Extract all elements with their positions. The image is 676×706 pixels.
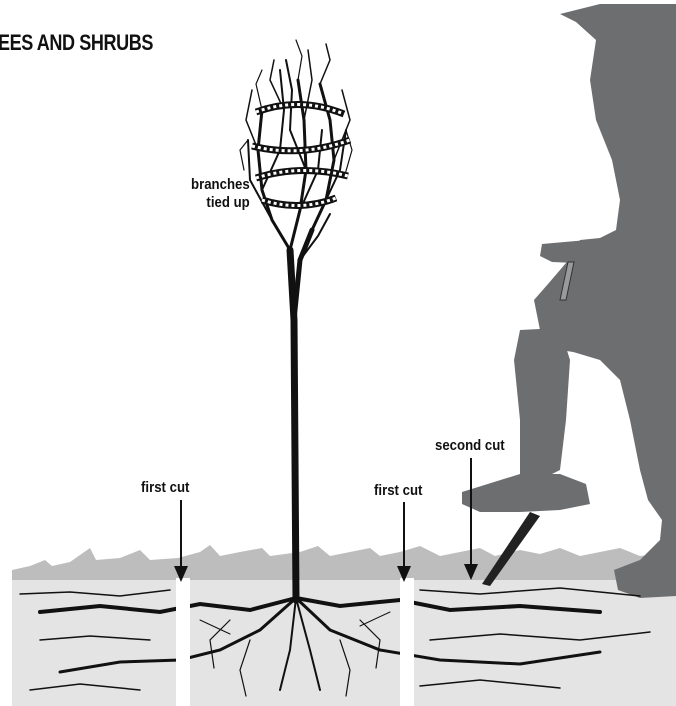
branches-label-line2: tied up	[191, 194, 250, 212]
first-cut-right-label: first cut	[374, 482, 422, 499]
cut-gap-right	[400, 578, 414, 706]
tree	[240, 40, 352, 600]
branches-tied-up-label: branches tied up	[191, 176, 250, 212]
page-heading: EES AND SHRUBS	[0, 30, 153, 56]
second-cut-label: second cut	[435, 437, 505, 454]
grass-line	[12, 545, 676, 580]
branches-label-line1: branches	[191, 176, 250, 194]
first-cut-left-label: first cut	[141, 479, 189, 496]
gardener-silhouette	[462, 4, 676, 598]
cut-gap-left	[176, 578, 190, 706]
